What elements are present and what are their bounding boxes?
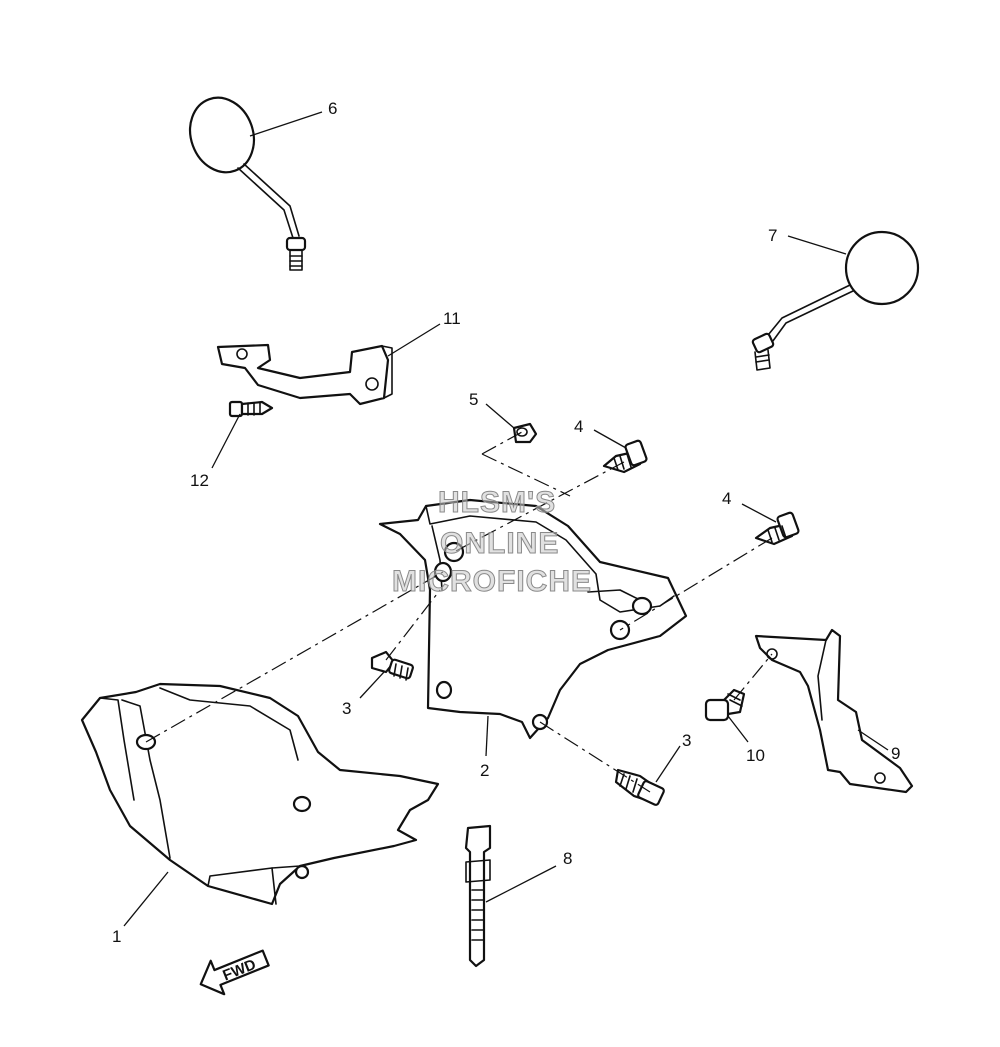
handlebar-cover-front <box>80 682 440 906</box>
screw-4-upper <box>602 439 648 474</box>
screw-3-right <box>614 768 665 806</box>
callout-9: 9 <box>891 744 900 763</box>
callout-1: 1 <box>112 927 121 946</box>
watermark-line-1: HLSM'S <box>438 486 556 519</box>
callout-5: 5 <box>469 390 478 409</box>
fwd-label: FWD <box>220 956 258 985</box>
callout-6: 6 <box>328 99 337 118</box>
callout-4-right: 4 <box>722 489 731 508</box>
bracket-upper <box>216 343 393 406</box>
callout-7: 7 <box>768 226 777 245</box>
callout-2: 2 <box>480 761 489 780</box>
screw-12 <box>228 400 274 418</box>
callout-4-upper: 4 <box>574 417 583 436</box>
callout-3-right: 3 <box>682 731 691 750</box>
watermark: HLSM'S ONLINE MICROFICHE <box>392 486 592 599</box>
watermark-line-3: MICROFICHE <box>392 565 592 598</box>
mirror-left <box>189 96 307 271</box>
handlebar-cover-rear <box>378 498 688 740</box>
assembly-lines <box>145 431 773 793</box>
bracket-lower <box>754 628 914 794</box>
callout-8: 8 <box>563 849 572 868</box>
screw-3-left <box>370 650 414 681</box>
callout-11: 11 <box>443 309 461 328</box>
fwd-arrow-icon: FWD <box>199 949 270 996</box>
mirror-right <box>751 230 920 371</box>
callout-3-left: 3 <box>342 699 351 718</box>
watermark-line-2: ONLINE <box>440 527 559 560</box>
cable-tie <box>464 824 492 968</box>
callouts: 1 2 3 3 4 4 5 6 7 8 9 10 11 12 <box>112 99 900 946</box>
leader-lines <box>123 111 889 927</box>
screw-10 <box>704 688 746 722</box>
callout-12: 12 <box>190 471 209 490</box>
nut-5 <box>512 422 538 444</box>
screw-4-right <box>754 511 800 546</box>
callout-10: 10 <box>746 746 765 765</box>
